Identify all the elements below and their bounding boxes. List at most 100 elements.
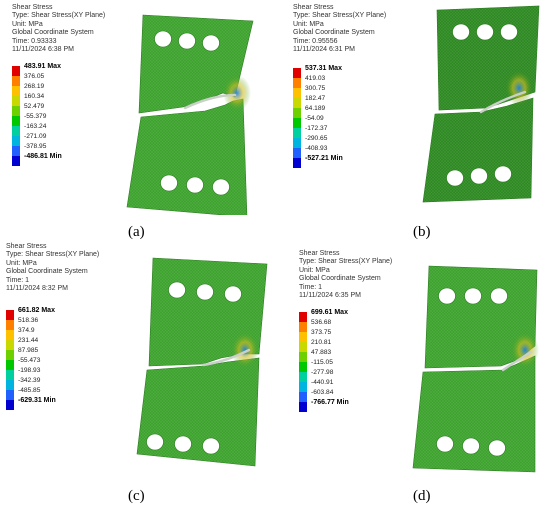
legend-swatch: [293, 98, 301, 108]
result-date: 11/11/2024 8:32 PM: [6, 285, 69, 293]
result-unit: Unit: MPa: [293, 20, 324, 28]
legend-value-label: -115.05: [311, 359, 333, 366]
legend-value-label: -440.91: [311, 379, 334, 386]
legend-value-label: -55.379: [24, 113, 47, 120]
legend-swatch: [293, 78, 301, 88]
legend-swatch: [293, 128, 301, 138]
bolt-hole: [186, 176, 204, 194]
legend-max-label: 661.82 Max: [18, 307, 55, 314]
legend-swatch: [6, 400, 14, 410]
result-time: Time: 0.95556: [293, 37, 338, 45]
legend-swatch: [293, 68, 301, 78]
result-title: Shear Stress: [12, 4, 53, 11]
legend-swatch: [12, 116, 20, 126]
bolt-hole: [464, 287, 482, 305]
legend-swatch: [6, 330, 14, 340]
legend-value-label: 376.05: [24, 73, 45, 80]
caption: (d): [413, 488, 431, 504]
legend-min-label: -766.77 Min: [311, 399, 349, 406]
legend-value-label: -172.37: [305, 125, 328, 132]
bolt-hole: [212, 178, 230, 196]
legend-value-label: 231.44: [18, 337, 39, 344]
result-info: Shear Stress Type: Shear Stress(XY Plane…: [6, 243, 99, 293]
crack-gap: [479, 90, 527, 114]
result-date: 11/11/2024 6:35 PM: [299, 292, 362, 300]
bolt-hole: [470, 167, 488, 185]
legend-swatch: [12, 146, 20, 156]
crack-gap: [201, 348, 251, 367]
stress-concentration: [223, 75, 251, 111]
bolt-hole: [224, 285, 242, 303]
bolt-hole: [160, 174, 178, 192]
legend-min-label: -629.31 Min: [18, 397, 56, 404]
legend-swatch: [6, 320, 14, 330]
bolt-hole: [476, 23, 494, 41]
result-unit: Unit: MPa: [299, 266, 330, 274]
result-type: Type: Shear Stress(XY Plane): [299, 258, 393, 266]
legend-swatch: [6, 360, 14, 370]
legend-max-label: 699.61 Max: [311, 309, 348, 316]
legend-value-label: 300.75: [305, 85, 326, 92]
legend-value-label: -485.85: [18, 387, 41, 394]
legend-value-label: 373.75: [311, 329, 332, 336]
stress-concentration: [505, 70, 533, 106]
result-time: Time: 0.93333: [12, 37, 57, 45]
legend-swatch: [12, 126, 20, 136]
legend-value-label: -163.24: [24, 123, 47, 130]
result-date: 11/11/2024 6:31 PM: [293, 46, 356, 54]
specimen-model: [136, 257, 268, 467]
legend-value-label: 87.985: [18, 347, 39, 354]
crack-gap: [183, 93, 237, 110]
result-unit: Unit: MPa: [12, 20, 43, 28]
legend-value-label: -408.93: [305, 145, 328, 152]
bolt-hole: [436, 435, 454, 453]
legend-min-label: -486.81 Min: [24, 153, 62, 160]
legend-swatch: [12, 96, 20, 106]
legend-value-label: 419.03: [305, 75, 326, 82]
caption: (a): [128, 224, 145, 240]
legend-value-label: -342.39: [18, 377, 41, 384]
panel-b: Shear Stress Type: Shear Stress(XY Plane…: [275, 0, 550, 254]
legend-value-label: 268.19: [24, 83, 45, 90]
panel-c: Shear Stress Type: Shear Stress(XY Plane…: [0, 243, 275, 508]
crack-gap: [501, 350, 533, 372]
legend-value-label: -54.09: [305, 115, 324, 122]
legend-swatch: [293, 148, 301, 158]
mesh-overlay: [413, 356, 535, 472]
bolt-hole: [168, 281, 186, 299]
bolt-hole: [494, 165, 512, 183]
legend-swatch: [6, 380, 14, 390]
panel-a: Shear Stress Type: Shear Stress(XY Plane…: [0, 0, 275, 254]
bolt-hole: [154, 30, 172, 48]
legend-value-label: -198.93: [18, 367, 41, 374]
legend-swatch: [299, 352, 307, 362]
legend-swatch: [299, 332, 307, 342]
legend-value-label: -290.65: [305, 135, 328, 142]
legend-value-label: 536.68: [311, 319, 332, 326]
legend-swatch: [299, 312, 307, 322]
result-system: Global Coordinate System: [299, 275, 381, 283]
bolt-hole: [202, 437, 220, 455]
legend-swatch: [293, 118, 301, 128]
bolt-hole: [488, 439, 506, 457]
legend-swatch: [293, 158, 301, 168]
caption: (b): [413, 224, 431, 240]
legend-swatch: [299, 322, 307, 332]
legend-swatch: [299, 342, 307, 352]
bolt-hole: [446, 169, 464, 187]
legend-value-label: -277.98: [311, 369, 334, 376]
bolt-hole: [490, 287, 508, 305]
panel-d: Shear Stress Type: Shear Stress(XY Plane…: [275, 250, 550, 508]
result-system: Global Coordinate System: [12, 29, 94, 37]
legend-value-label: -378.95: [24, 143, 47, 150]
legend-swatch: [12, 106, 20, 116]
result-info: Shear Stress Type: Shear Stress(XY Plane…: [299, 250, 392, 300]
result-type: Type: Shear Stress(XY Plane): [6, 251, 100, 259]
result-system: Global Coordinate System: [293, 29, 375, 37]
bolt-hole: [196, 283, 214, 301]
result-date: 11/11/2024 6:38 PM: [12, 46, 75, 54]
bolt-hole: [146, 433, 164, 451]
legend-swatch: [299, 372, 307, 382]
bolt-hole: [174, 435, 192, 453]
specimen-model: [422, 5, 540, 203]
